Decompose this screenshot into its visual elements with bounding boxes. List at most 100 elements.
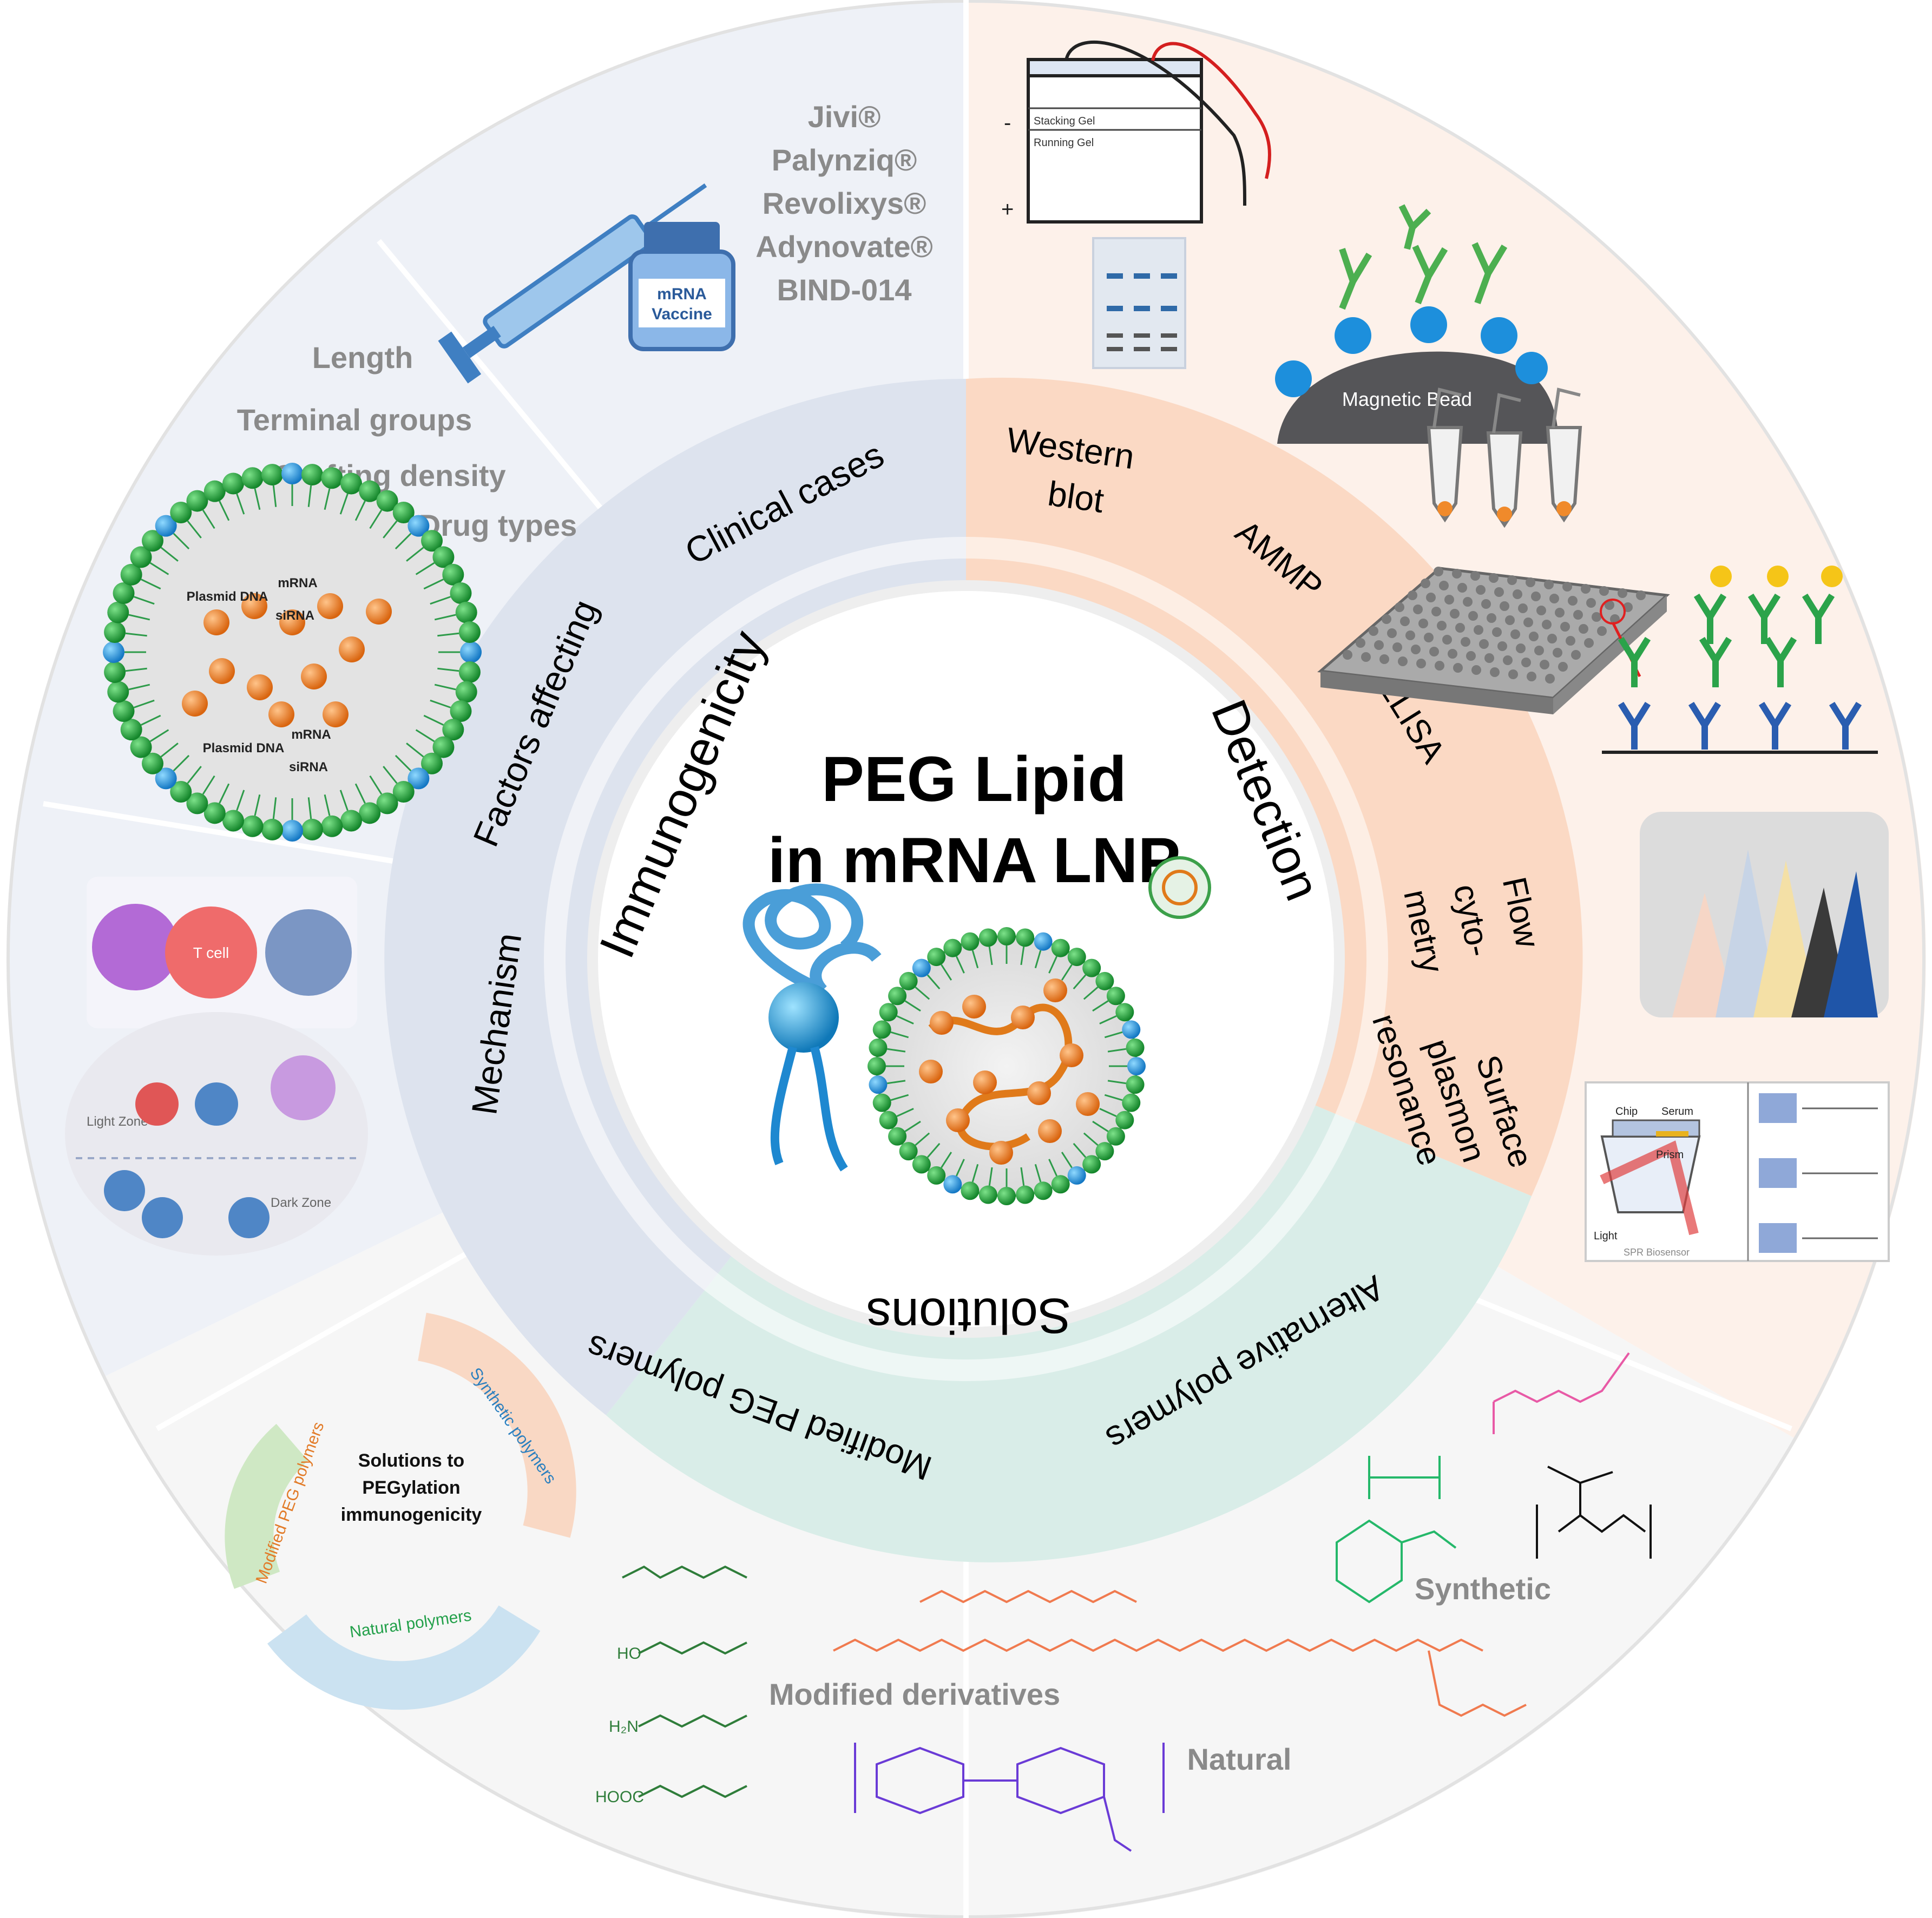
lipid-bead	[421, 752, 443, 774]
plate-well	[1466, 651, 1476, 661]
plate-well	[1452, 569, 1462, 579]
lipid-tail	[160, 547, 179, 562]
lipid-bead	[376, 792, 398, 815]
svg-text:Adynovate®: Adynovate®	[755, 229, 933, 264]
lipid-tail	[202, 775, 215, 795]
plate-well	[1448, 649, 1457, 659]
lipid-tail	[941, 1152, 952, 1168]
modified-derivatives-label: Modified derivatives	[769, 1677, 1060, 1711]
svg-text:mRNA: mRNA	[278, 576, 317, 590]
lipid-tail	[173, 754, 190, 772]
lipid-tail	[971, 950, 979, 969]
svg-text:+: +	[1001, 198, 1014, 221]
lipid-tail	[904, 1120, 921, 1132]
lipid-bead	[432, 546, 455, 568]
lipid-bead	[301, 818, 323, 840]
blot-label: blot	[1046, 474, 1106, 520]
modified-derivative-structure	[833, 1589, 1527, 1717]
lipid-tail	[904, 1000, 921, 1012]
lipid-bead	[943, 938, 962, 957]
lipid-tail	[1104, 1094, 1123, 1101]
lipid-bead	[141, 752, 163, 774]
lipid-tail	[1099, 1015, 1117, 1024]
svg-text:Revolixys®: Revolixys®	[763, 186, 926, 220]
lipid-tail	[1107, 1048, 1126, 1053]
lipid-bead	[1095, 971, 1114, 990]
svg-text:H₂N: H₂N	[609, 1718, 639, 1736]
svg-text:Light: Light	[1594, 1230, 1618, 1242]
plate-well	[1487, 613, 1496, 623]
lipid-bead	[113, 700, 135, 722]
svg-text:Dark Zone: Dark Zone	[271, 1196, 331, 1210]
lipid-tail	[406, 547, 424, 562]
lipid-tail	[173, 533, 190, 550]
lipid-bead	[1034, 1181, 1053, 1200]
center-title-line2: in mRNA LNP	[768, 825, 1181, 896]
lipid-bead	[1034, 932, 1053, 951]
lipid-bead	[442, 719, 464, 741]
plate-well	[1505, 615, 1515, 625]
lipid-bead	[1106, 1127, 1125, 1146]
plate-well	[1516, 643, 1526, 653]
lipid-bead	[104, 621, 126, 643]
lipid-tail	[890, 1094, 909, 1101]
center-lnp-icon	[868, 856, 1211, 1205]
lipid-bead	[455, 681, 477, 703]
lipid-bead	[261, 464, 284, 486]
svg-text:Serum: Serum	[1661, 1106, 1693, 1118]
plate-well	[1597, 626, 1607, 636]
lipid-bead	[869, 1075, 888, 1094]
lipid-tail	[324, 794, 331, 816]
lipid-tail	[125, 632, 147, 637]
lipid-bead	[1016, 1185, 1035, 1204]
plate-well	[1508, 669, 1518, 679]
spr-biosensor-icon: Chip Serum Prism Light SPR Biosensor	[1585, 1081, 1890, 1262]
lipid-tail	[160, 743, 179, 758]
plate-well	[1618, 588, 1627, 598]
lipid-bead	[359, 802, 381, 824]
lipid-tail	[395, 754, 412, 772]
plate-well	[1453, 663, 1463, 673]
lipid-bead	[1082, 958, 1101, 977]
lipid-tail	[1099, 1108, 1117, 1118]
synthetic-structures-green	[1336, 1456, 1457, 1604]
lipid-tail	[1107, 1080, 1126, 1085]
plate-well	[1636, 590, 1646, 600]
lipid-tail	[219, 783, 230, 804]
lipid-tail	[307, 797, 312, 819]
clinical-cases-list: Jivi® Palynziq® Revolixys® Adynovate® BI…	[755, 100, 933, 307]
lipid-bead	[1115, 1111, 1134, 1129]
lipid-bead	[222, 810, 245, 832]
svg-text:BIND-014: BIND-014	[777, 273, 912, 307]
lipid-bead	[442, 563, 464, 586]
lipid-bead	[899, 1142, 918, 1161]
plate-well	[1463, 597, 1473, 607]
plate-well	[1476, 585, 1486, 595]
lipid-tail	[887, 1080, 906, 1085]
plate-well	[1387, 628, 1397, 638]
lipid-bead	[155, 515, 177, 537]
lipid-tail	[125, 667, 147, 672]
lipid-tail	[437, 632, 459, 637]
svg-text:Running Gel: Running Gel	[1034, 137, 1094, 149]
svg-text:T cell: T cell	[193, 944, 229, 961]
lipid-tail	[324, 488, 331, 510]
plate-well	[1571, 650, 1581, 660]
lipid-tail	[915, 986, 930, 1000]
plate-well	[1529, 632, 1539, 641]
lipid-bead	[912, 958, 931, 977]
plate-well	[1507, 575, 1517, 585]
plate-well	[1497, 641, 1507, 651]
lipid-bead	[868, 1057, 886, 1075]
natural-label: Natural	[1187, 1742, 1292, 1776]
plate-well	[1379, 654, 1389, 664]
lipid-bead	[321, 815, 343, 837]
plate-well	[1573, 610, 1583, 620]
lipid-tail	[1061, 964, 1073, 981]
plate-well	[1540, 660, 1549, 669]
plate-well	[1471, 665, 1481, 675]
plate-well	[1470, 571, 1480, 581]
lipid-tail	[926, 1142, 941, 1158]
lipid-bead	[1051, 938, 1070, 957]
lipid-bead	[130, 546, 152, 568]
